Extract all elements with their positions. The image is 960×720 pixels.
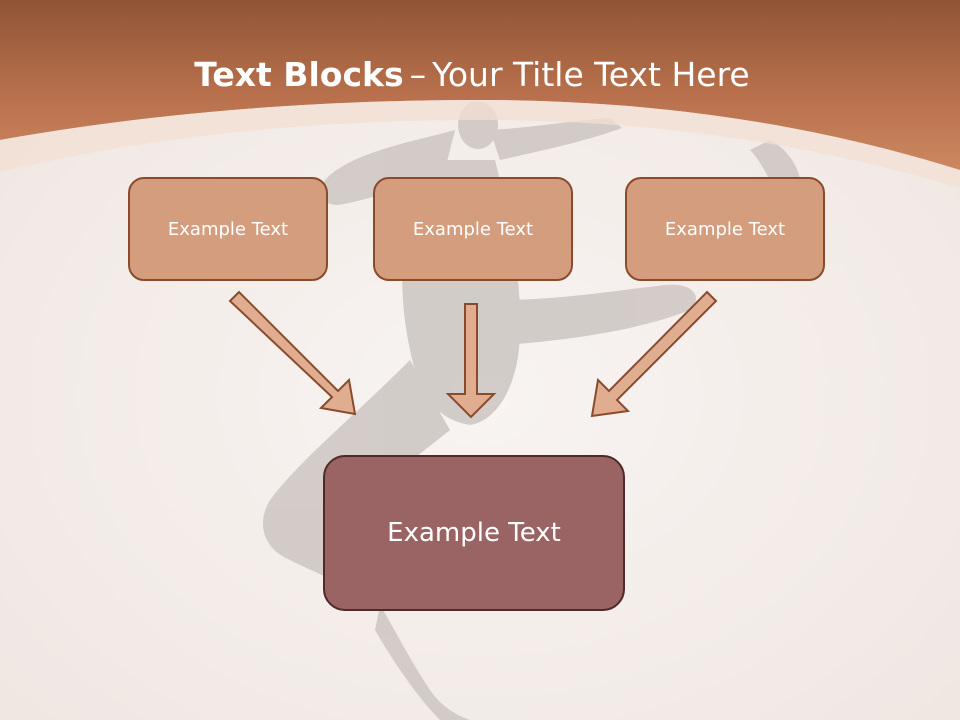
text-block-result-label: Example Text: [387, 518, 561, 548]
text-block-center[interactable]: Example Text: [373, 177, 573, 281]
title-bold-text: Text Blocks: [194, 55, 404, 94]
text-block-result[interactable]: Example Text: [323, 455, 625, 611]
text-block-left-label: Example Text: [167, 218, 289, 240]
text-block-right[interactable]: Example Text: [625, 177, 825, 281]
text-block-center-label: Example Text: [412, 218, 534, 240]
slide-title: Text Blocks–Your Title Text Here: [0, 52, 944, 98]
text-block-left[interactable]: Example Text: [128, 177, 328, 281]
title-rest-text: Your Title Text Here: [432, 55, 750, 94]
text-block-right-label: Example Text: [664, 218, 786, 240]
title-separator: –: [409, 55, 427, 94]
